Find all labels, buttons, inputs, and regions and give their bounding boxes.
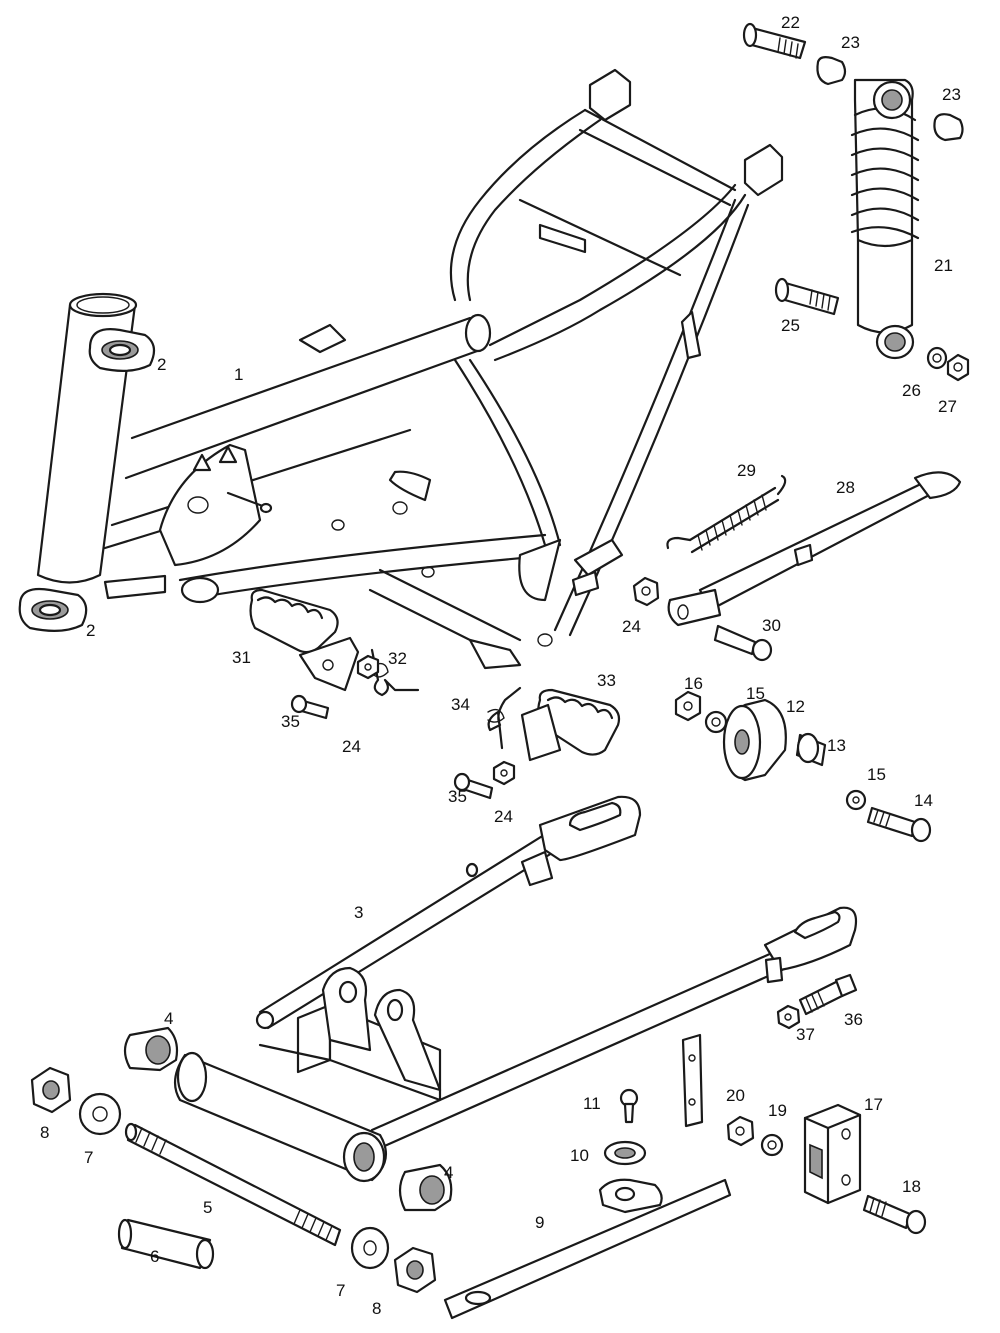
callout-10: 10 (570, 1146, 589, 1165)
callout-19: 19 (768, 1101, 787, 1120)
callout-2b: 2 (86, 621, 95, 640)
callout-20: 20 (726, 1086, 745, 1105)
swingarm (173, 795, 858, 1183)
callout-2a: 2 (157, 355, 166, 374)
callout-14: 14 (914, 791, 933, 810)
callout-labels: 1 2 2 3 4 4 5 6 7 7 8 8 9 10 11 12 13 14… (40, 13, 961, 1318)
callout-4a: 4 (164, 1009, 173, 1028)
callout-13: 13 (827, 736, 846, 755)
pivot-sleeve (117, 1218, 215, 1270)
footpeg-bolt-left (290, 694, 330, 720)
pivot-washer-left (78, 1092, 122, 1136)
footpeg-spring-left (370, 648, 420, 697)
callout-26: 26 (902, 381, 921, 400)
callout-8a: 8 (40, 1123, 49, 1142)
side-stand-spring (666, 474, 787, 554)
callout-15b: 15 (867, 765, 886, 784)
callout-24b: 24 (342, 737, 361, 756)
bracket-nut (776, 1004, 801, 1030)
callout-16: 16 (684, 674, 703, 693)
guide-insert (603, 1140, 647, 1166)
callout-36: 36 (844, 1010, 863, 1029)
shock-nut (946, 353, 970, 382)
callout-6: 6 (150, 1247, 159, 1266)
footpeg-spring-right (487, 686, 522, 750)
callout-25: 25 (781, 316, 800, 335)
shock-spacer-23a (816, 56, 847, 86)
adjuster-bolt (862, 1194, 927, 1235)
callout-23a: 23 (841, 33, 860, 52)
footpeg-nut-right (492, 760, 516, 786)
callout-37: 37 (796, 1025, 815, 1044)
callout-11: 11 (583, 1094, 601, 1113)
chain-roller (722, 698, 787, 782)
swingarm-bushing-lower (398, 1163, 453, 1212)
callout-24a: 24 (622, 617, 641, 636)
side-stand-bolt (713, 624, 773, 662)
roller-nut (674, 690, 702, 722)
adjuster-nut (726, 1115, 755, 1147)
roller-washer-lower (845, 789, 867, 811)
callout-35b: 35 (448, 787, 467, 806)
stand-nut (632, 576, 660, 607)
head-bearing-upper (88, 328, 156, 372)
callout-29: 29 (737, 461, 756, 480)
footpeg-right (520, 688, 621, 762)
roller-bolt (866, 806, 932, 843)
shock-bolt-lower (774, 277, 840, 316)
frame (36, 68, 784, 670)
callout-5: 5 (203, 1198, 212, 1217)
callout-22: 22 (781, 13, 800, 32)
callout-28: 28 (836, 478, 855, 497)
footpeg-nut-left (356, 654, 380, 680)
callout-27: 27 (938, 397, 957, 416)
callout-23b: 23 (942, 85, 961, 104)
callout-34: 34 (451, 695, 470, 714)
roller-washer-upper (704, 710, 728, 734)
callout-12: 12 (786, 697, 805, 716)
roller-spacer (795, 732, 827, 767)
callout-21: 21 (934, 256, 953, 275)
callout-30: 30 (762, 616, 781, 635)
axle-adjuster-block (803, 1103, 862, 1205)
callout-32: 32 (388, 649, 407, 668)
footpeg-bolt-right (453, 772, 494, 800)
guide-screw (619, 1088, 639, 1124)
callout-24c: 24 (494, 807, 513, 826)
callout-4b: 4 (444, 1163, 453, 1182)
callout-33: 33 (597, 671, 616, 690)
callout-7b: 7 (336, 1281, 345, 1300)
side-stand (667, 471, 962, 627)
shock-spacer-23b (933, 113, 964, 142)
callout-1: 1 (234, 365, 243, 384)
pivot-nut-right (393, 1246, 437, 1294)
callout-9: 9 (535, 1213, 544, 1232)
adjuster-washer (760, 1133, 784, 1157)
callout-8b: 8 (372, 1299, 381, 1318)
callout-35a: 35 (281, 712, 300, 731)
shock-bolt-upper (742, 22, 807, 60)
chain-guide (443, 1178, 732, 1320)
pivot-shaft (124, 1122, 342, 1247)
callout-7a: 7 (84, 1148, 93, 1167)
shock-washer (926, 346, 948, 370)
callout-17: 17 (864, 1095, 883, 1114)
callout-31: 31 (232, 648, 251, 667)
callout-15a: 15 (746, 684, 765, 703)
callout-18: 18 (902, 1177, 921, 1196)
pivot-washer-right (350, 1226, 390, 1270)
bracket-bolt (798, 973, 858, 1016)
shock-absorber (850, 78, 920, 360)
head-bearing-lower (18, 587, 88, 632)
footpeg-left (249, 588, 360, 692)
swingarm-bushing-upper (123, 1026, 179, 1072)
pivot-nut-left (30, 1066, 72, 1114)
callout-3: 3 (354, 903, 363, 922)
